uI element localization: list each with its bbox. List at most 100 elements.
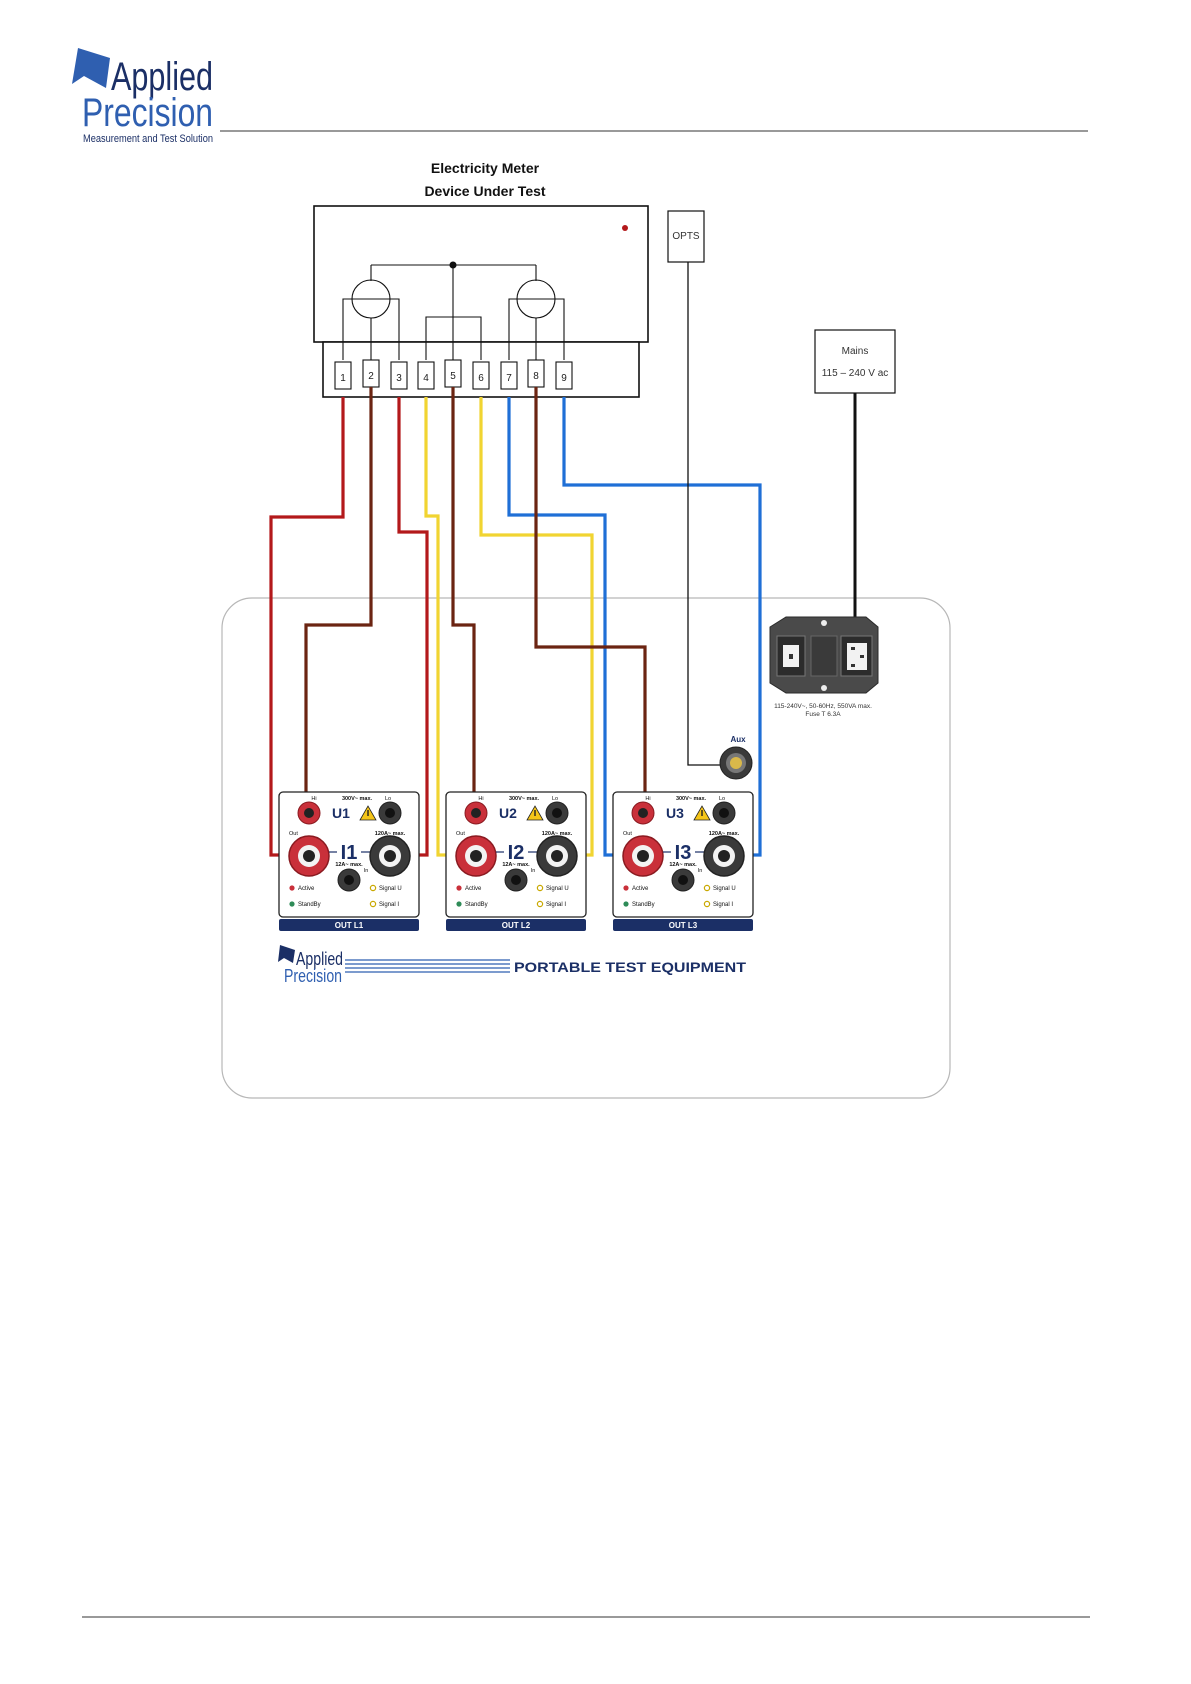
u-max-label: 300V~ max. <box>676 796 707 802</box>
i-in-socket[interactable] <box>536 835 578 877</box>
i-max-out-label: 120A~ max. <box>542 831 573 837</box>
mains-supply: Mains 115 – 240 V ac <box>814 329 896 394</box>
i-in-socket[interactable] <box>703 835 745 877</box>
opts-label: OPTS <box>672 231 700 242</box>
i-max-in-label: 12A~ max. <box>502 862 530 868</box>
terminal-label: 6 <box>478 373 484 384</box>
i-low-socket[interactable] <box>671 868 695 892</box>
i-label: I2 <box>508 842 525 864</box>
fuse-holder-icon[interactable] <box>810 635 838 677</box>
signal-i-label: Signal I <box>379 902 399 908</box>
out-label: OUT L1 <box>335 921 364 930</box>
opts-sensor: OPTS <box>667 210 705 263</box>
u-hi-socket[interactable] <box>464 801 488 825</box>
u-hi-socket[interactable] <box>631 801 655 825</box>
u-hi-socket[interactable] <box>297 801 321 825</box>
terminal-3: 3 <box>390 361 408 390</box>
i-out-label: Out <box>623 831 632 837</box>
logo-tagline: Measurement and Test Solution <box>83 133 213 145</box>
i-max-in-label: 12A~ max. <box>669 862 697 868</box>
terminal-9: 9 <box>555 361 573 390</box>
aux-connector[interactable]: Aux <box>719 735 753 780</box>
active-led-icon <box>289 885 295 891</box>
u-hi-label: Hi <box>311 796 316 802</box>
i-out-socket[interactable] <box>288 835 330 877</box>
standby-label: StandBy <box>298 902 321 908</box>
terminal-2: 2 <box>362 359 380 388</box>
aux-label: Aux <box>730 735 746 744</box>
psu-spec-line2: Fuse T 6.3A <box>805 711 841 718</box>
i-max-out-label: 120A~ max. <box>709 831 740 837</box>
signal-i-label: Signal I <box>713 902 733 908</box>
wire-t3-i1-in <box>397 397 429 857</box>
psu-spec-line1: 115-240V~, 50-60Hz, 550VA max. <box>774 703 872 710</box>
u-hi-label: Hi <box>645 796 650 802</box>
company-logo: Applied Precision Measurement and Test S… <box>72 48 213 145</box>
u-lo-label: Lo <box>719 796 725 802</box>
i-out-socket[interactable] <box>455 835 497 877</box>
u-lo-socket[interactable] <box>712 801 736 825</box>
i-low-socket[interactable] <box>504 868 528 892</box>
panel-brand: Applied Precision PORTABLE TEST EQUIPMEN… <box>278 945 747 986</box>
i-out-socket[interactable] <box>622 835 664 877</box>
terminal-label: 5 <box>450 371 456 382</box>
i-label: I1 <box>341 842 358 864</box>
terminal-label: 3 <box>396 373 402 384</box>
terminal-label: 7 <box>506 373 512 384</box>
terminal-label: 2 <box>368 371 374 382</box>
warning-icon <box>693 805 711 821</box>
i-max-out-label: 120A~ max. <box>375 831 406 837</box>
terminal-8: 8 <box>527 359 545 388</box>
active-label: Active <box>465 886 482 892</box>
signal-u-label: Signal U <box>546 886 569 892</box>
standby-led-icon <box>289 901 295 907</box>
u-max-label: 300V~ max. <box>509 796 540 802</box>
standby-label: StandBy <box>465 902 488 908</box>
terminal-label: 1 <box>340 373 346 384</box>
out-label-bar: OUT L2 <box>446 919 586 931</box>
i-label: I3 <box>675 842 692 864</box>
i-out-label: Out <box>289 831 298 837</box>
u-lo-label: Lo <box>385 796 391 802</box>
standby-led-icon <box>623 901 629 907</box>
u-lo-label: Lo <box>552 796 558 802</box>
meter-box: 1 2 3 4 5 6 7 8 9 <box>313 205 649 398</box>
logo-line1: Applied <box>111 55 213 99</box>
aux-socket-icon <box>730 757 742 769</box>
standby-label: StandBy <box>632 902 655 908</box>
warning-icon <box>526 805 544 821</box>
signal-u-label: Signal U <box>713 886 736 892</box>
wire-t2-u1-hi <box>304 387 373 813</box>
out-label-bar: OUT L1 <box>279 919 419 931</box>
panel-brand-line2: Precision <box>284 966 342 986</box>
signal-i-led-icon <box>703 900 711 908</box>
u-label: U2 <box>499 805 517 821</box>
i-low-socket[interactable] <box>337 868 361 892</box>
warning-icon <box>359 805 377 821</box>
signal-u-led-icon <box>369 884 377 892</box>
u-lo-socket[interactable] <box>378 801 402 825</box>
active-label: Active <box>298 886 315 892</box>
panel-logo-mark-icon <box>278 945 295 963</box>
terminal-label: 8 <box>533 371 539 382</box>
u-lo-socket[interactable] <box>545 801 569 825</box>
wire-opts-aux <box>687 262 722 766</box>
u-label: U1 <box>332 805 350 821</box>
i-in-socket[interactable] <box>369 835 411 877</box>
power-inlet-module: 115-240V~, 50-60Hz, 550VA max. Fuse T 6.… <box>769 616 879 718</box>
terminal-1: 1 <box>334 361 352 390</box>
terminal-4: 4 <box>417 361 435 390</box>
terminal-5: 5 <box>444 359 462 388</box>
i-in-label: In <box>364 868 369 874</box>
panel-slogan: PORTABLE TEST EQUIPMENT <box>514 959 747 975</box>
out-label: OUT L2 <box>502 921 531 930</box>
wire-t8-u3-hi <box>534 387 647 813</box>
terminal-label: 9 <box>561 373 567 384</box>
signal-i-label: Signal I <box>546 902 566 908</box>
out-label: OUT L3 <box>669 921 698 930</box>
panel-brand-line1: Applied <box>296 949 343 969</box>
terminal-6: 6 <box>472 361 490 390</box>
out-label-bar: OUT L3 <box>613 919 753 931</box>
